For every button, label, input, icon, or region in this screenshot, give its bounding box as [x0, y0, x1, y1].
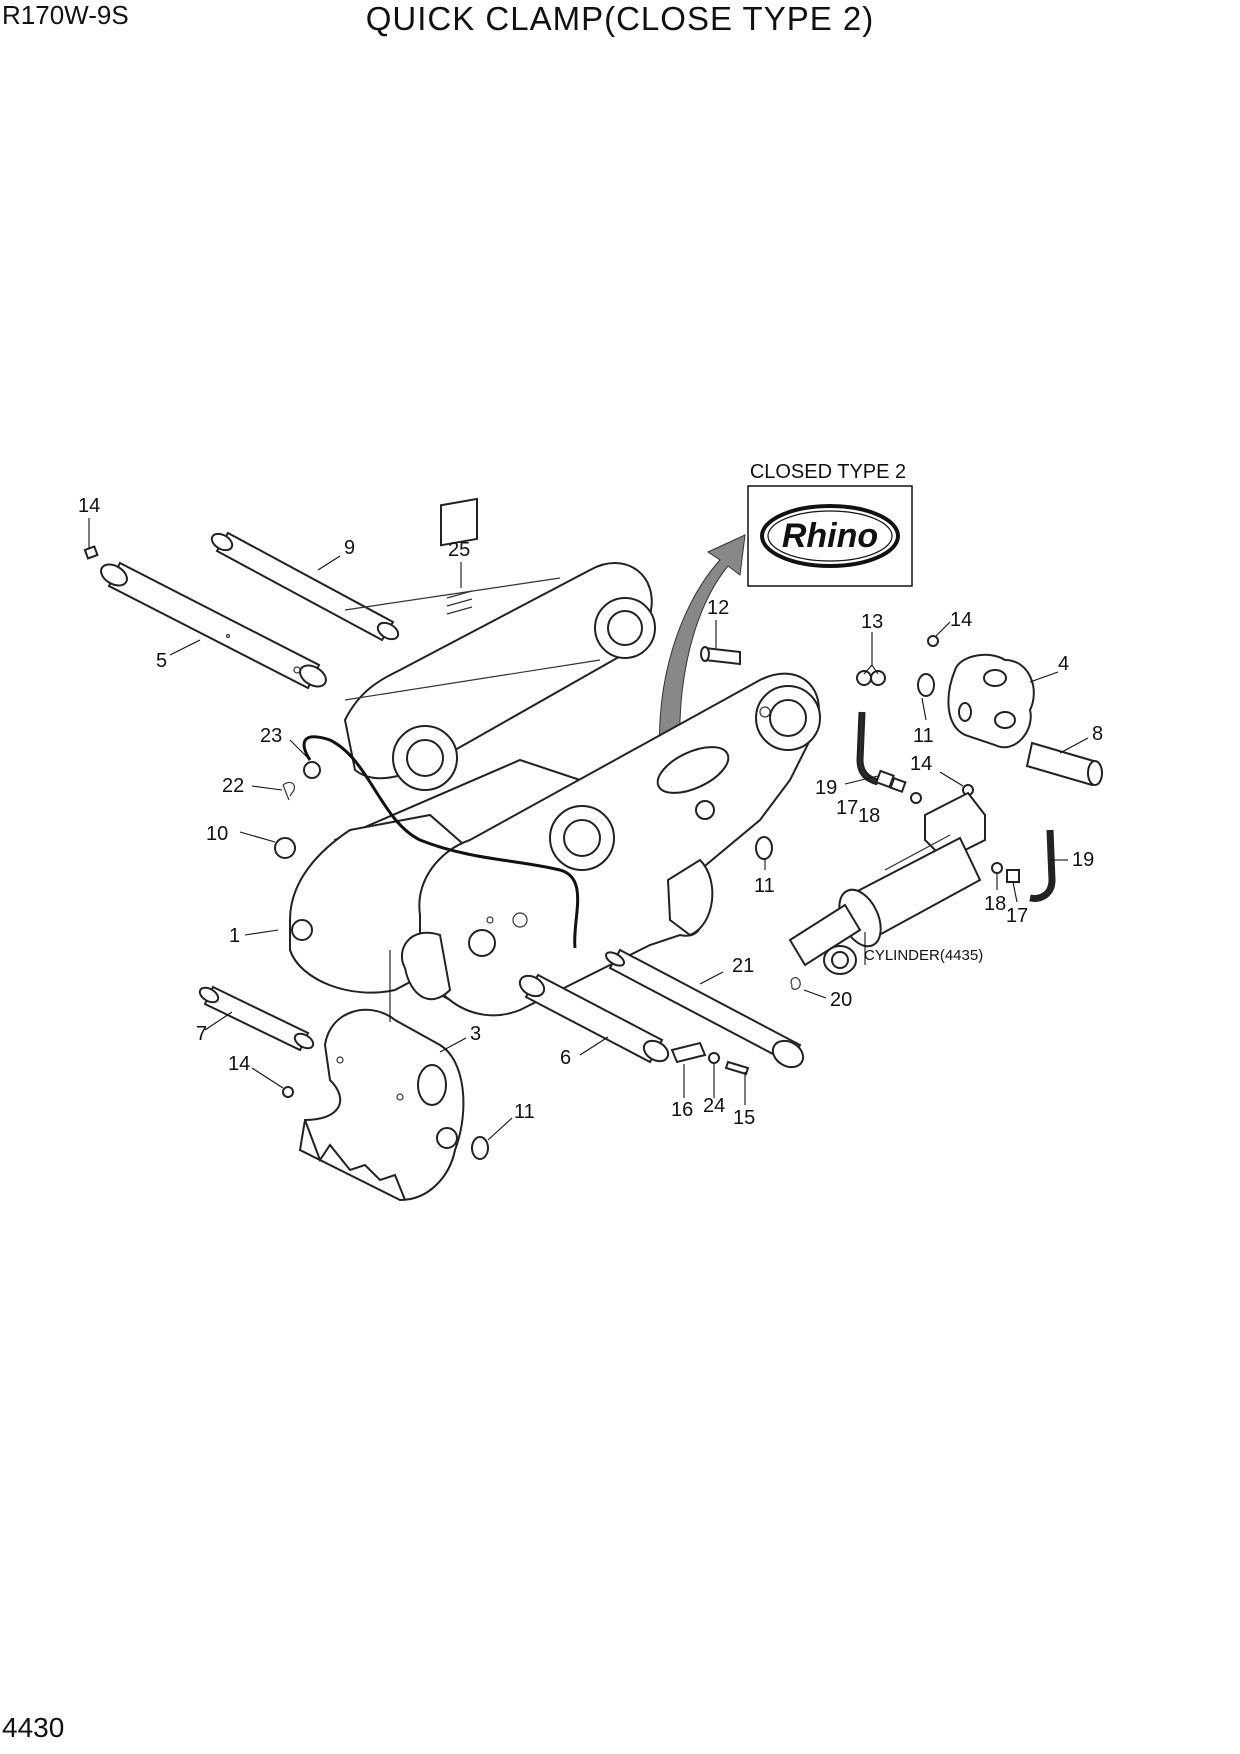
model-code: R170W-9S: [2, 0, 129, 30]
callout-7: 7: [196, 1023, 207, 1045]
cylinder-reference: CYLINDER(4435): [864, 947, 983, 964]
snap-ring-10: [274, 837, 296, 859]
callout-19b: 19: [1072, 849, 1094, 871]
callout-11b: 11: [754, 875, 775, 897]
callout-10: 10: [206, 823, 228, 845]
inset-label: CLOSED TYPE 2: [750, 461, 906, 483]
snap-ring-11b: [755, 836, 773, 860]
fitting-18a-body: [889, 776, 907, 794]
seal-18a: [910, 792, 922, 804]
callout-25: 25: [448, 539, 470, 561]
callout-6: 6: [560, 1047, 571, 1069]
pin-8: [1025, 741, 1103, 787]
inset-box: [747, 485, 913, 587]
callout-5: 5: [156, 650, 167, 672]
callout-18b: 18: [984, 893, 1006, 915]
callout-24: 24: [703, 1095, 725, 1117]
fitting-17b: [1006, 869, 1020, 883]
callout-1: 1: [229, 925, 240, 947]
callout-11a: 11: [913, 725, 934, 747]
pin-5: [100, 561, 327, 690]
callout-11c: 11: [514, 1101, 535, 1123]
seal-18b: [991, 862, 1003, 874]
pin-6: [518, 973, 670, 1064]
callout-17b: 17: [1006, 905, 1028, 927]
cylinder: [788, 791, 986, 975]
snap-ring-20: [790, 976, 801, 990]
callout-8: 8: [1092, 723, 1103, 745]
pin-9: [210, 531, 400, 642]
quick-clamp-frame-1: [289, 561, 821, 1017]
lock-pin-22: [282, 781, 295, 801]
callout-23: 23: [260, 725, 282, 747]
callout-21: 21: [732, 955, 754, 977]
rhino-logo-inner: [767, 510, 893, 562]
pin-12: [700, 646, 741, 666]
sensor-cable-23: [302, 735, 580, 949]
bracket-4: [947, 653, 1035, 749]
grease-nipple-14a: [83, 545, 99, 560]
cable-ring-23: [303, 761, 321, 779]
callout-20: 20: [830, 989, 852, 1011]
callout-3: 3: [470, 1023, 481, 1045]
rod-21: [604, 948, 805, 1069]
fitting-13b: [870, 670, 886, 686]
grease-nipple-14d: [282, 1086, 294, 1098]
callout-18a: 18: [858, 805, 880, 827]
pin-7: [198, 985, 315, 1052]
callout-12: 12: [707, 597, 729, 619]
callout-4: 4: [1058, 653, 1069, 675]
callout-13: 13: [861, 611, 883, 633]
callout-15: 15: [733, 1107, 755, 1129]
bracket-3: [298, 1008, 465, 1202]
plate-16: [670, 1041, 707, 1064]
callout-16: 16: [671, 1099, 693, 1121]
callout-14c: 14: [910, 753, 932, 775]
callout-9: 9: [344, 537, 355, 559]
callout-22: 22: [222, 775, 244, 797]
hose-19b: [1029, 829, 1056, 902]
rhino-logo-outer: [760, 504, 900, 568]
callout-14b: 14: [950, 609, 972, 631]
leader-lines: [88, 518, 1089, 1141]
page-title: QUICK CLAMP(CLOSE TYPE 2): [365, 0, 875, 37]
callout-14a: 14: [78, 495, 100, 517]
bolt-15: [724, 1060, 750, 1076]
snap-ring-11a: [917, 673, 935, 697]
callout-numbers: 14 9 25 5 12 13 14 4 11 8 23 22 10 19 17…: [78, 495, 1103, 1129]
grease-nipple-14b: [927, 635, 939, 647]
snap-ring-11c: [471, 1136, 489, 1160]
washer-24: [708, 1052, 720, 1064]
callout-17a: 17: [836, 797, 858, 819]
callout-19a: 19: [815, 777, 837, 799]
rhino-logo-text: Rhino: [782, 517, 878, 555]
page-number: 4430: [2, 1712, 65, 1743]
callout-14d: 14: [228, 1053, 250, 1075]
fitting-17a: [875, 769, 895, 789]
fitting-13a: [856, 670, 872, 686]
